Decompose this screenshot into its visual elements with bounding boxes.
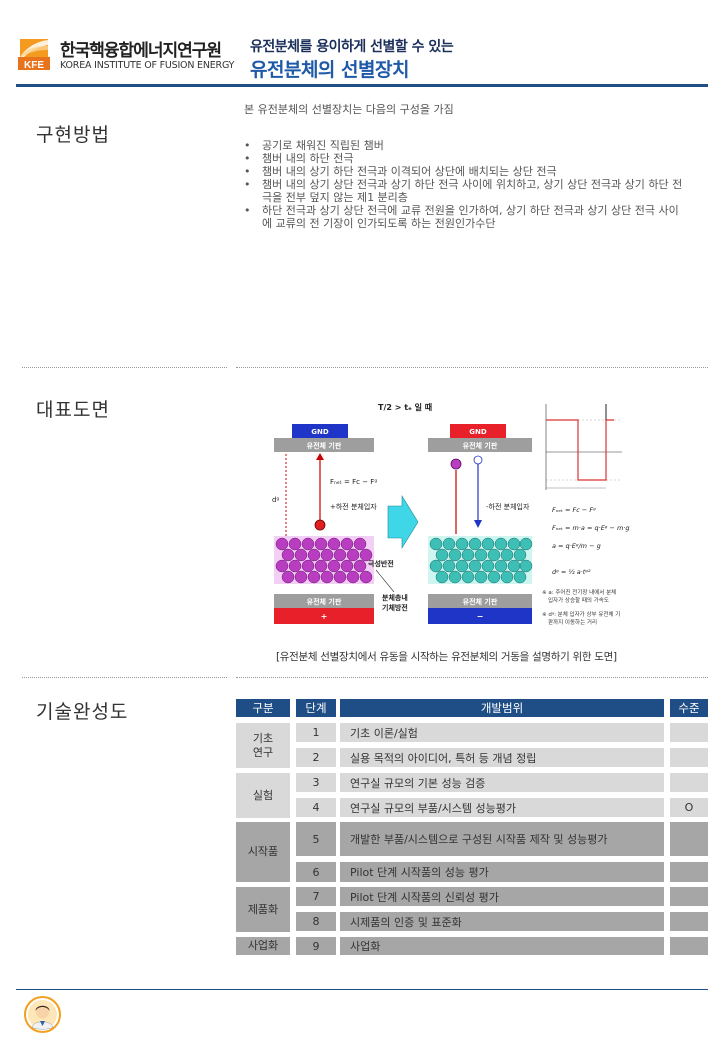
gnd-electrode-left (292, 424, 348, 438)
list-item: 공기로 채워진 직립된 챔버 (244, 139, 688, 152)
equation-3: a = q·Eᵍ/m − g (552, 542, 601, 550)
equation-2: Fₙₑₜ = m·a = q·Eᵍ − m·g (552, 524, 630, 532)
person-avatar-icon (24, 996, 61, 1033)
note-2a: ※ dᵍ: 분체 입자가 상부 유전체 기 (542, 610, 620, 618)
implementation-intro: 본 유전분체의 선별장치는 다음의 구성을 가짐 (244, 103, 454, 116)
substrate-top-left (274, 438, 374, 452)
section-label-maturity: 기술완성도 (36, 701, 129, 723)
substrate-top-right (428, 438, 532, 452)
polarity-arrow-icon (387, 494, 419, 550)
svg-text:−: − (477, 612, 484, 621)
note-1a: ※ a: 주어진 전기장 내에서 분체 (542, 588, 616, 596)
implementation-list: 공기로 채워진 직립된 챔버 챔버 내의 하단 전극 챔버 내의 상기 하단 전… (244, 139, 688, 230)
fig-top-label: T/2 > tₑ 일 때 (378, 402, 432, 412)
positive-electrode (274, 608, 374, 624)
substrate-bottom-right (428, 594, 532, 608)
polarity-label: 극성반전 (368, 559, 394, 568)
substrate-bottom-left (274, 594, 374, 608)
pos-particle-label: +하전 분체입자 (330, 502, 377, 511)
header-divider (16, 84, 708, 87)
org-name: 한국핵융합에너지연구원 (60, 41, 222, 61)
magenta-particle-layer (275, 537, 373, 584)
gnd-electrode-right (450, 424, 506, 438)
list-item: 챔버 내의 하단 전극 (244, 152, 688, 165)
header-level: 수준 (670, 699, 708, 717)
svg-text:GND: GND (469, 428, 487, 436)
section-label-drawing: 대표도면 (36, 399, 110, 421)
note-1b: 입자가 상승할 때의 가속도 (548, 596, 609, 604)
section-label-implementation: 구현방법 (36, 124, 110, 146)
category-experiment: 실험 (236, 773, 290, 818)
svg-text:유전체 기판: 유전체 기판 (307, 597, 342, 606)
representative-drawing: T/2 > tₑ 일 때 GND 유전체 기판 dᵍ Fₙₑₜ = Fᴄ − F… (272, 402, 630, 626)
divider-right-1 (236, 367, 708, 368)
header-subtitle: 유전분체를 용이하게 선별할 수 있는 (250, 39, 454, 55)
substrate-label: 유전체 기판 (307, 441, 342, 450)
kfe-logo: KFE (18, 39, 50, 71)
category-basic-research: 기초 연구 (236, 723, 290, 768)
header-scope: 개발범위 (340, 699, 664, 717)
gnd-label-left: GND (311, 428, 329, 436)
divider-right-2 (236, 677, 708, 678)
list-item: 챔버 내의 상기 하단 전극과 이격되어 상단에 배치되는 상단 전극 (244, 165, 688, 178)
category-commercialization: 사업화 (236, 937, 290, 955)
dg-label: dᵍ (272, 496, 279, 504)
logo-text: KFE (24, 60, 44, 71)
list-item: 하단 전극과 상기 상단 전극에 교류 전원을 인가하여, 상기 하단 전극과 … (244, 204, 688, 230)
divider-left-1 (22, 367, 227, 368)
org-english-name: KOREA INSTITUTE OF FUSION ENERGY (60, 60, 235, 71)
neg-particle-label: -하전 분체입자 (486, 502, 530, 511)
note-2b: 판까지 이동하는 거리 (548, 618, 597, 626)
discharge-label-1: 분체층내 (382, 593, 408, 602)
category-productization: 제품화 (236, 887, 290, 932)
page-title: 유전분체의 선별장치 (250, 59, 409, 81)
negative-electrode (428, 608, 532, 624)
svg-text:+: + (321, 612, 328, 621)
equation-4: dᵍ = ½ a·tᵍ² (552, 568, 591, 576)
header-category: 구분 (236, 699, 290, 717)
figure-caption: [유전분체 선별장치에서 유동을 시작하는 유전분체의 거동을 설명하기 위한 … (276, 651, 617, 663)
divider-left-2 (22, 677, 227, 678)
svg-text:유전체 기판: 유전체 기판 (463, 597, 498, 606)
teal-particle-layer (429, 537, 533, 584)
voltage-waveform-graph (545, 404, 622, 490)
force-label: Fₙₑₜ = Fᴄ − Fᵍ (330, 478, 377, 486)
current-level-mark: O (670, 798, 708, 817)
header-stage: 단계 (296, 699, 336, 717)
discharge-label-2: 기체방전 (382, 603, 408, 612)
equation-1: Fₙₑₜ = Fᴄ − Fᵍ (552, 506, 596, 514)
list-item: 챔버 내의 상기 상단 전극과 상기 하단 전극 사이에 위치하고, 상기 상단… (244, 178, 688, 204)
category-prototype: 시작품 (236, 822, 290, 882)
footer-divider (16, 989, 708, 990)
svg-text:유전체 기판: 유전체 기판 (463, 441, 498, 450)
